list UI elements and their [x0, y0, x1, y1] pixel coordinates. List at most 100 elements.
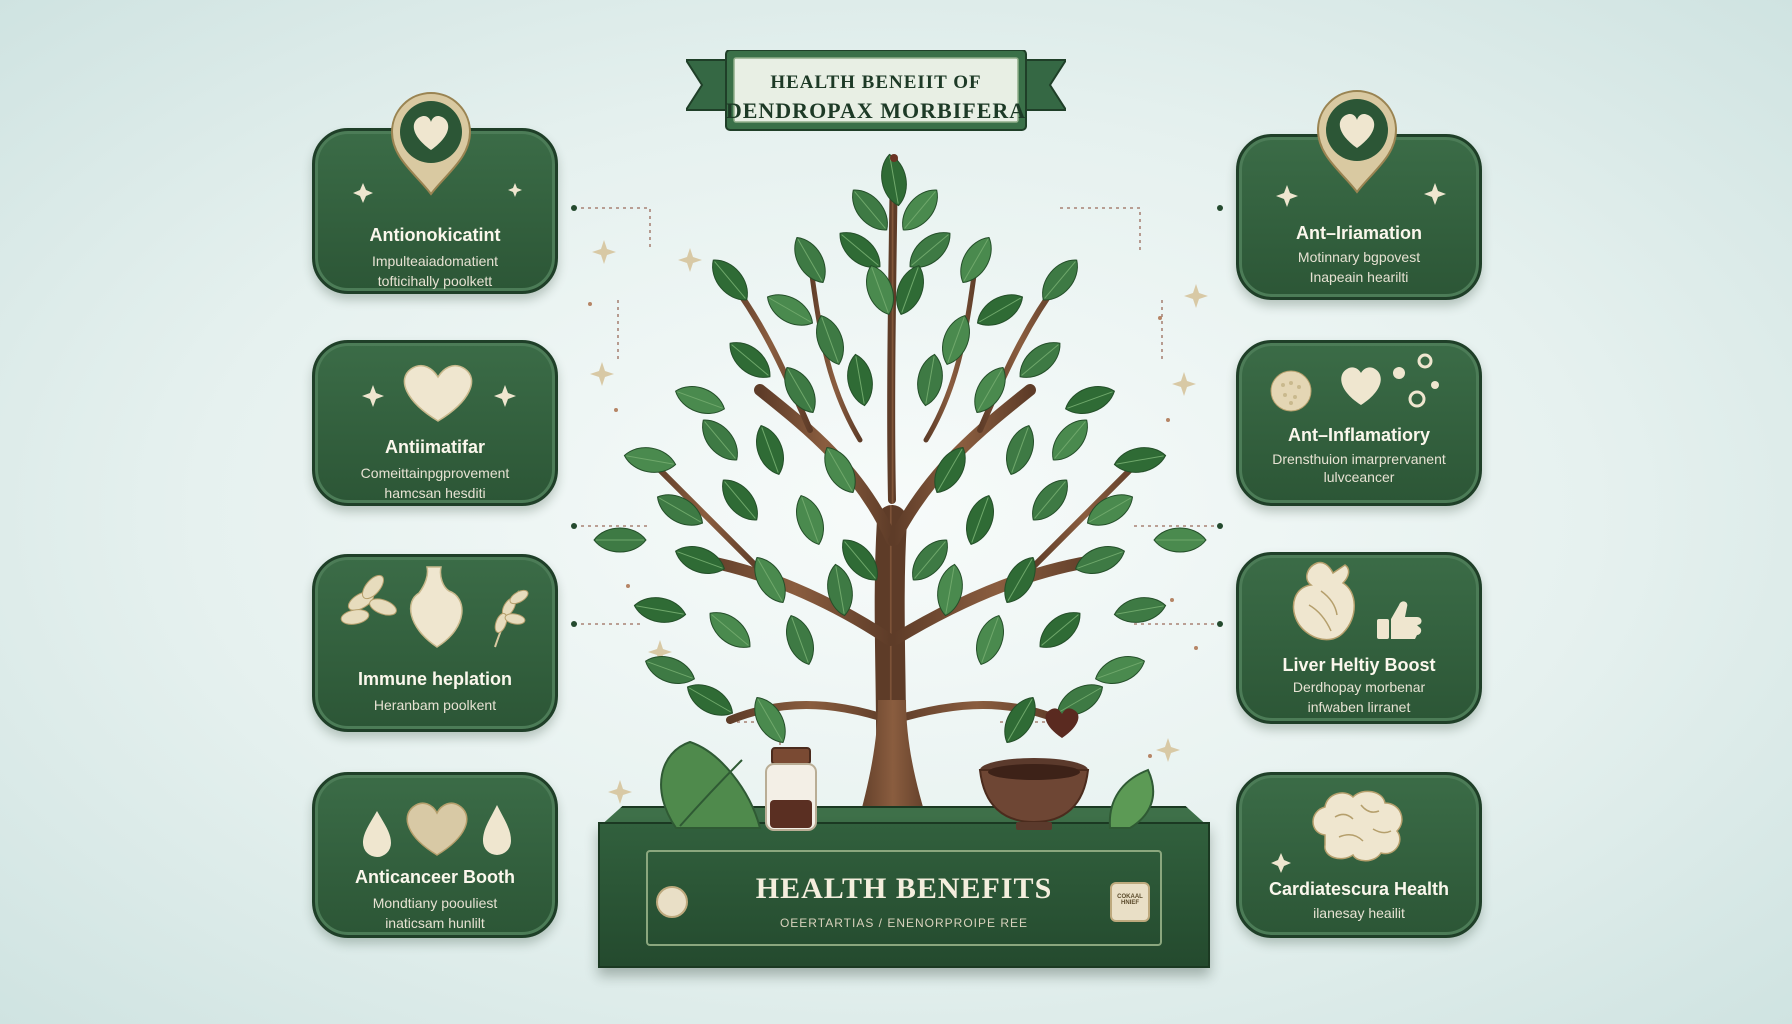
benefit-line-1: Derdhopay morbenar — [1292, 679, 1426, 695]
heart-icon — [1341, 367, 1381, 405]
leaf-icon — [942, 314, 970, 366]
benefit-card-right-2[interactable]: Ant–Inflamatiory Drensthuion imarprervan… — [1236, 340, 1482, 506]
leaf-icon — [756, 424, 784, 476]
benefit-card-left-1[interactable]: Antionokicatint Impulteaiadomatient toft… — [312, 128, 558, 294]
benefit-card-left-4[interactable]: Anticanceer Booth Mondtiany poouliest in… — [312, 772, 558, 938]
benefit-line-2: tofticihally poolkett — [377, 273, 493, 289]
title-banner: HEALTH BENEIIT OF DENDROPAX MORBIFERA — [686, 50, 1066, 136]
benefit-card-right-4[interactable]: Cardiatescura Health ilanesay heailit — [1236, 772, 1482, 938]
benefit-line-1: Motinnary bgpovest — [1297, 249, 1421, 265]
leaf-icon — [722, 479, 758, 521]
pedestal-title: HEALTH BENEFITS — [755, 872, 1053, 905]
leaf-icon — [593, 527, 647, 553]
leaf-icon — [633, 597, 687, 623]
leaf-icon — [909, 232, 951, 268]
leaf-icon — [839, 232, 881, 268]
benefit-card-left-3[interactable]: Immune heplation Heranbam poolkent — [312, 554, 558, 732]
benefit-line-2: hamcsan hesditi — [384, 485, 486, 501]
leaf-icon — [937, 563, 963, 617]
leaf-icon — [786, 614, 814, 666]
leaf-icon — [784, 366, 816, 414]
pedestal-frame — [646, 850, 1162, 946]
leaf-icon — [656, 494, 704, 526]
leaf-icon — [1004, 696, 1036, 744]
benefit-line-2: Inapeain hearilti — [1309, 269, 1409, 285]
benefit-title: Ant–Iriamation — [1295, 223, 1423, 243]
leaf-icon — [1113, 447, 1167, 473]
benefit-title: Anticanceer Booth — [354, 867, 516, 887]
leaf-icon — [796, 494, 824, 546]
leaf-icon — [644, 656, 696, 684]
benefit-card-right-3[interactable]: Liver Heltiy Boost Derdhopay morbenar in… — [1236, 552, 1482, 724]
heart-icon — [406, 802, 468, 856]
sparkle-icon — [353, 183, 373, 203]
leaf-icon — [912, 539, 948, 581]
benefit-title: Immune heplation — [357, 669, 512, 689]
sparkle-icon — [508, 183, 522, 197]
benefit-line-1: ilanesay heailit — [1313, 905, 1405, 921]
leaf-icon — [842, 539, 878, 581]
benefit-line-1: Drensthuion imarprervanent — [1272, 451, 1446, 467]
leaf-icon — [966, 494, 994, 546]
leaf-icon — [1113, 597, 1167, 623]
leaf-icon — [794, 236, 826, 284]
thumbs-up-icon — [1377, 601, 1422, 639]
leaf-icon — [827, 563, 853, 617]
leaf-icon — [712, 259, 748, 301]
benefit-title: Antiimatifar — [384, 437, 485, 457]
sparkle-icon — [362, 385, 384, 407]
sparkle-icon — [1424, 183, 1446, 205]
benefit-title: Cardiatescura Health — [1268, 879, 1450, 899]
benefit-card-left-2[interactable]: Antiimatifar Comeittainpgprovement hamcs… — [312, 340, 558, 506]
leaf-icon — [729, 342, 771, 378]
leaf-icon — [1064, 386, 1116, 414]
leaf-icon — [824, 446, 856, 494]
sparkle-icon — [1276, 185, 1298, 207]
leaf-icon — [881, 153, 907, 207]
leaf-icon — [494, 589, 529, 648]
heart-icon — [403, 365, 473, 422]
droplet-icon — [363, 811, 391, 857]
leaf-icon — [702, 419, 738, 461]
leaf-icon — [960, 236, 992, 284]
benefit-line-1: Comeittainpgprovement — [360, 465, 510, 481]
benefit-title: Antionokicatint — [369, 225, 501, 245]
heart-icon — [1316, 90, 1398, 194]
heart-organ-icon — [1292, 561, 1355, 641]
leaf-icon — [686, 684, 734, 716]
leaf-icon — [934, 446, 966, 494]
leaf-icon — [1094, 656, 1146, 684]
benefit-line-2: infwaben lirranet — [1307, 699, 1411, 715]
leaf-icon — [976, 294, 1024, 326]
sparkle-icon — [494, 385, 516, 407]
leaf-icon — [1032, 479, 1068, 521]
label-badge: COKAAL HNIEF — [1110, 882, 1150, 922]
leaf-icon — [866, 264, 894, 316]
leaf-icon — [1052, 419, 1088, 461]
benefit-line-2: lulvceancer — [1323, 469, 1395, 485]
leaf-icon — [1086, 494, 1134, 526]
leaf-icon — [1042, 259, 1078, 301]
brain-icon — [1312, 790, 1403, 862]
benefit-title: Liver Heltiy Boost — [1282, 655, 1436, 675]
leaf-icon — [847, 353, 873, 407]
leaf-icon — [976, 614, 1004, 666]
health-benefits-pedestal: COKAAL HNIEF HEALTH BENEFITS OEERTARTIAS… — [598, 822, 1210, 968]
benefit-line-2: inaticsam hunlilt — [385, 915, 485, 931]
leaf-icon — [1019, 342, 1061, 378]
pedestal-subtitle: OEERTARTIAS / ENENORPROIPE REE — [779, 916, 1029, 930]
leaf-icon — [917, 353, 943, 407]
leaf-icon — [1004, 556, 1036, 604]
leaf-icon — [754, 696, 786, 744]
droplet-icon — [483, 805, 511, 855]
leaf-icon — [1006, 424, 1034, 476]
benefit-line-1: Mondtiany poouliest — [372, 895, 498, 911]
benefit-title: Ant–Inflamatiory — [1287, 425, 1431, 445]
seed-cluster-icon — [1270, 370, 1312, 412]
leaf-icon — [754, 556, 786, 604]
leaf-icon — [623, 447, 677, 473]
leaf-icon — [974, 366, 1006, 414]
banner-title-line-2: DENDROPAX MORBIFERA — [725, 98, 1027, 123]
dendropanax-tree-illustration — [593, 153, 1207, 840]
leaf-icon — [674, 386, 726, 414]
